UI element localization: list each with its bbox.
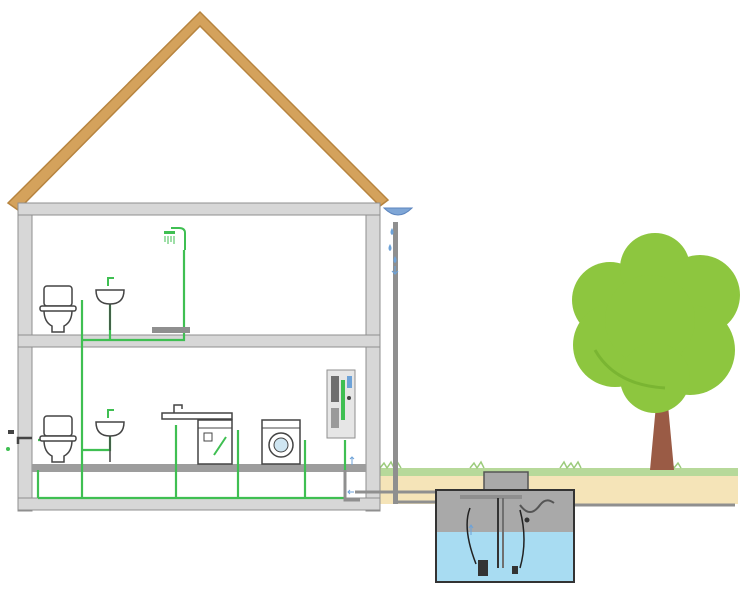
rain-drop-icon — [388, 228, 397, 263]
sink-icon — [95, 409, 125, 462]
tank-icon — [435, 471, 575, 583]
down-arrow-icon — [391, 266, 399, 275]
gutter-icon — [382, 207, 414, 216]
grass-strip — [380, 468, 738, 476]
ground-floor — [32, 464, 366, 472]
rain-gutter — [382, 207, 414, 504]
pump-icon — [478, 560, 488, 576]
toilet-icon — [39, 285, 77, 333]
middle-floor — [17, 334, 381, 348]
tank-water — [437, 532, 573, 581]
shower-tray — [152, 327, 190, 333]
left-wall — [17, 214, 33, 512]
house-structure — [17, 202, 381, 512]
right-wall — [365, 214, 381, 512]
flow-arrows — [347, 456, 355, 495]
control-unit-icon — [326, 369, 356, 439]
tank-inlet-pipe — [460, 495, 522, 499]
toilet-icon — [39, 415, 77, 463]
outdoor-tap-icon — [6, 430, 32, 451]
grass-tufts — [379, 460, 682, 470]
sink-icon — [95, 277, 125, 330]
washing-machine-icon — [261, 419, 301, 465]
shower-icon — [152, 227, 190, 333]
attic-floor — [17, 202, 381, 216]
dishwasher-icon — [197, 419, 233, 465]
kitchen-sink-icon — [161, 404, 233, 420]
foundation — [17, 497, 381, 511]
tree-icon — [572, 233, 740, 470]
roof — [6, 10, 390, 211]
downpipe — [393, 222, 398, 504]
